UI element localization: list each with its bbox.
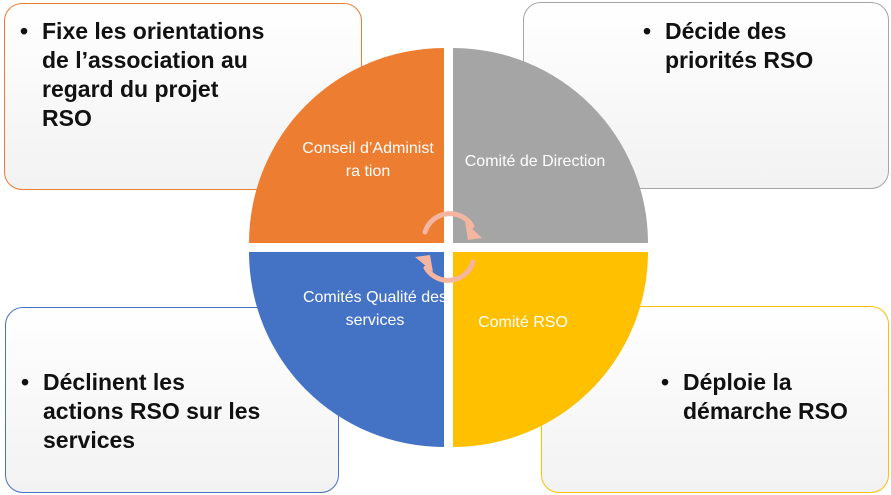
role-bullet: Fixe les orientations de l’association a… xyxy=(20,17,270,133)
role-bullet: Décide des priorités RSO xyxy=(643,17,883,75)
quadrant-label-qualite: Comités Qualité des services xyxy=(302,289,448,329)
role-text-qualite: Déclinent les actions RSO sur les servic… xyxy=(21,368,261,455)
cycle-arrowhead-top-icon xyxy=(465,222,482,240)
quadrant-label-direction: Comité de Direction xyxy=(464,153,606,170)
quadrant-qualite xyxy=(249,252,444,447)
role-text-conseil: Fixe les orientations de l’association a… xyxy=(20,17,270,133)
quadrant-label-rso: Comité RSO xyxy=(478,314,568,331)
quadrant-label-conseil: Conseil d’Administra tion xyxy=(302,140,434,180)
quadrant-rso xyxy=(453,252,648,447)
cycle-arrowhead-bottom-icon xyxy=(415,255,433,272)
role-text-rso: Déploie la démarche RSO xyxy=(661,368,881,426)
role-bullet: Déploie la démarche RSO xyxy=(661,368,881,426)
cycle-arrow-top-icon xyxy=(422,211,475,235)
role-bullet: Déclinent les actions RSO sur les servic… xyxy=(21,368,261,455)
quadrant-conseil xyxy=(249,48,444,243)
quadrant-direction xyxy=(453,48,648,243)
cycle-arrow-bottom-icon xyxy=(423,259,476,283)
role-text-direction: Décide des priorités RSO xyxy=(643,17,883,75)
